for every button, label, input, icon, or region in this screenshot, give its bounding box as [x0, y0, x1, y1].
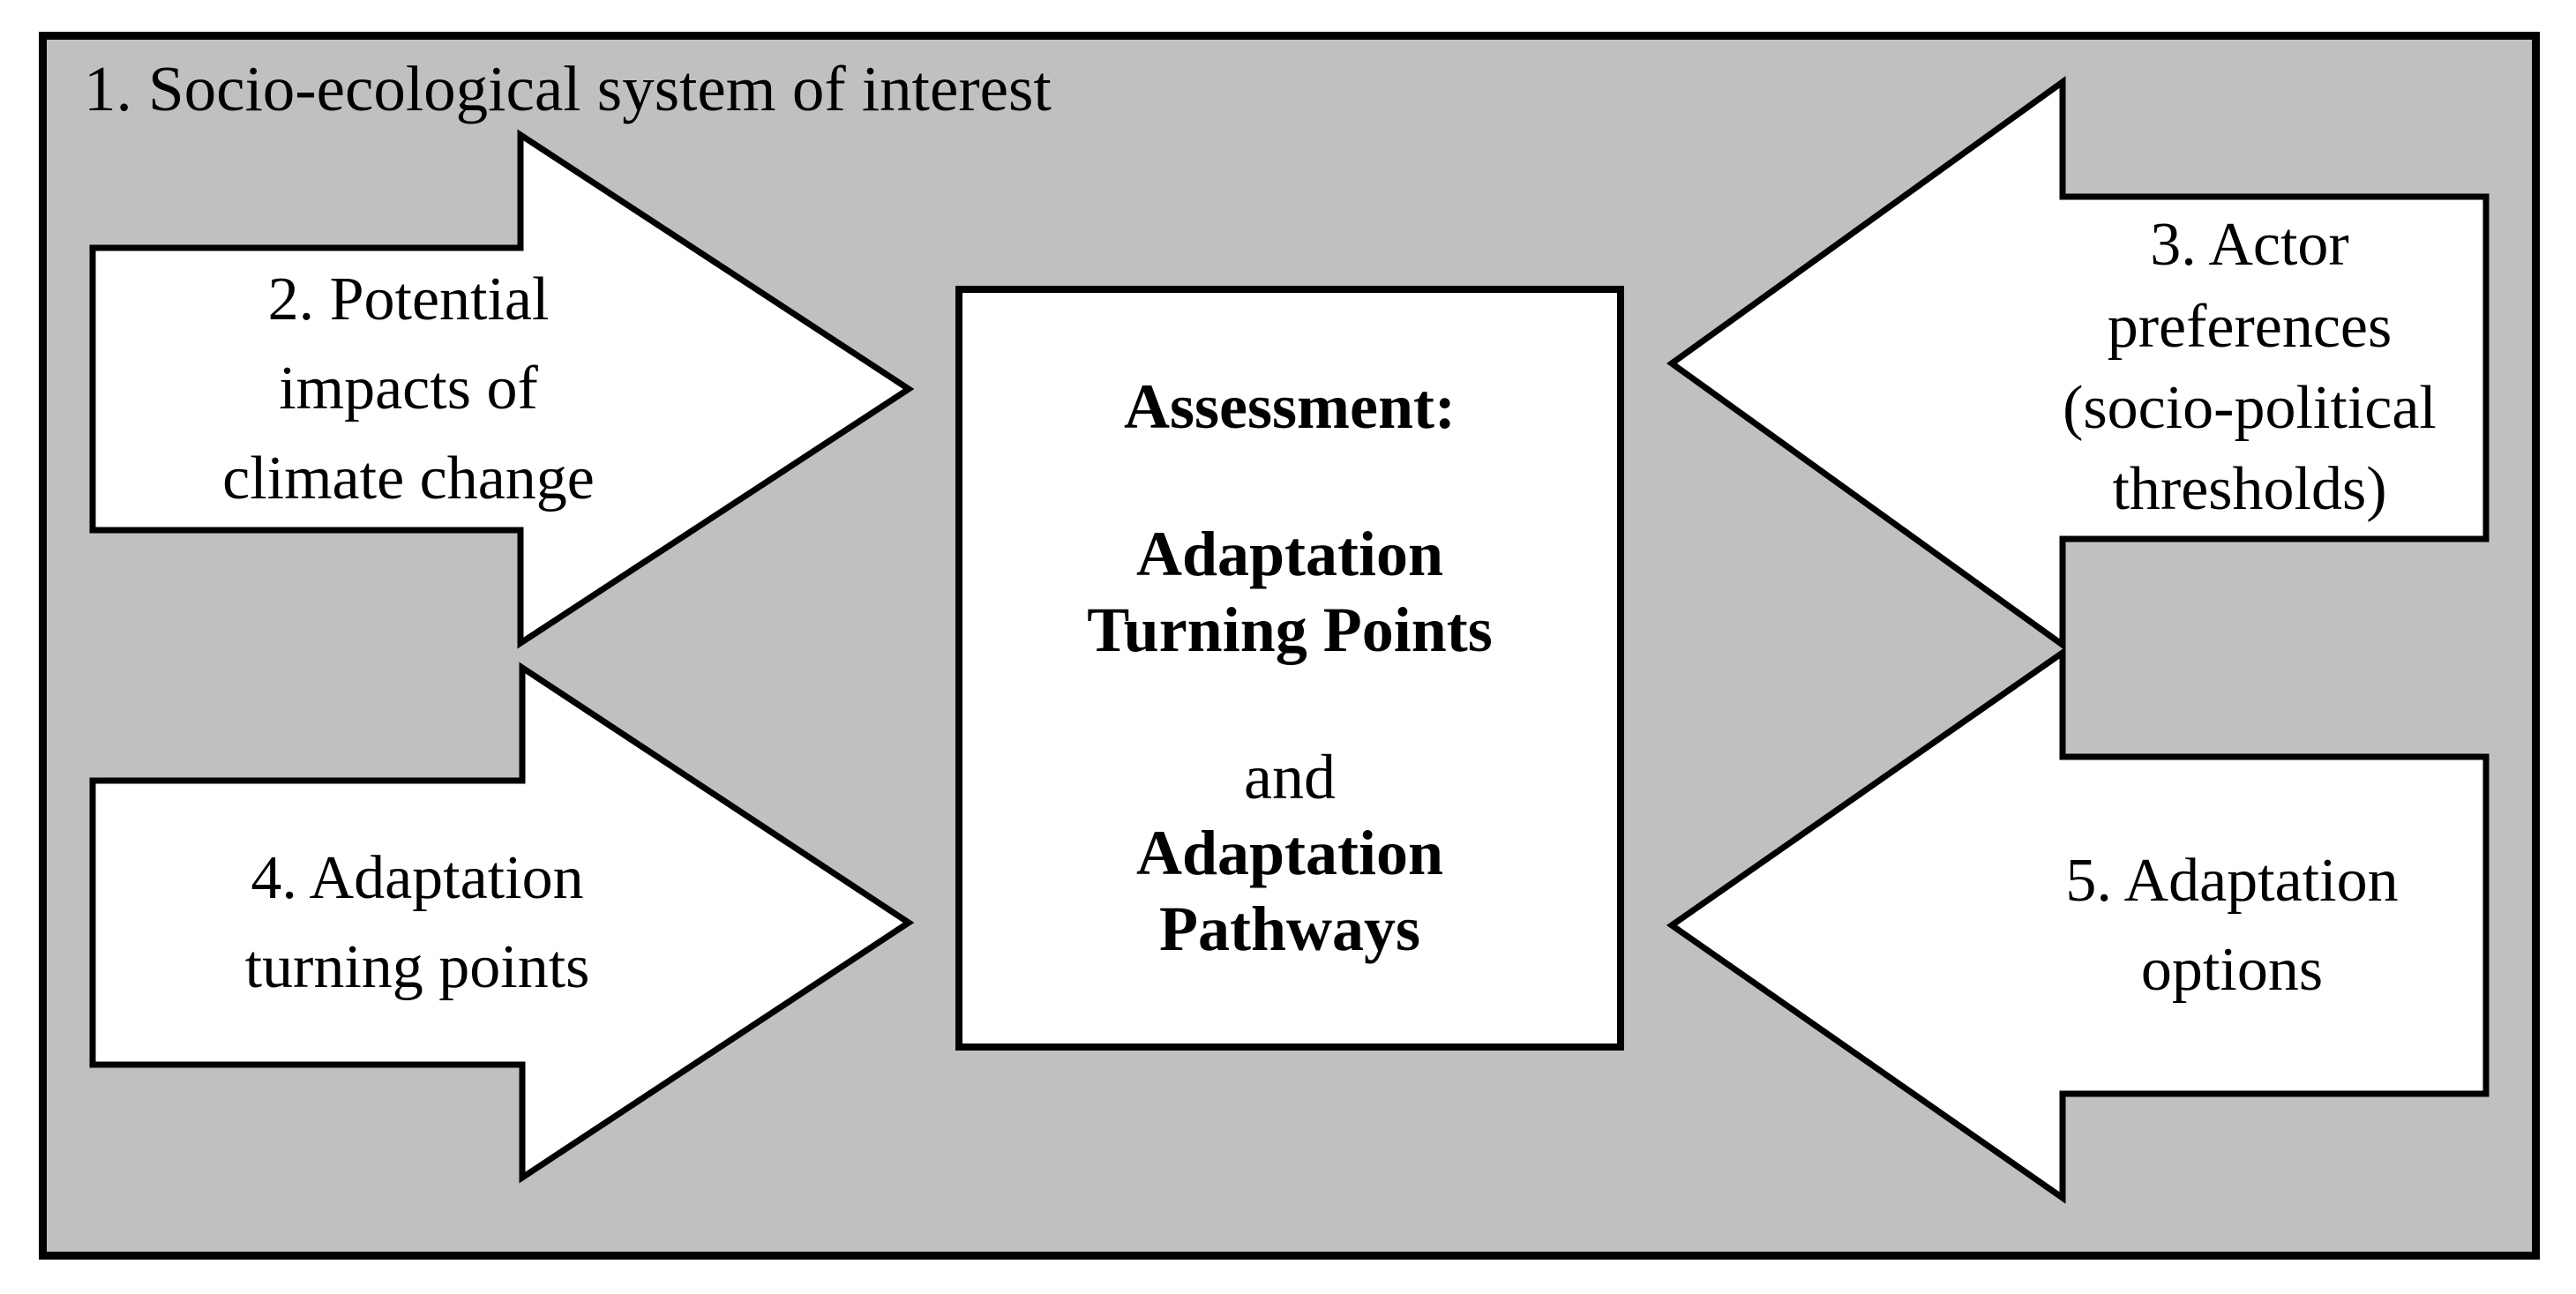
assessment-box	[955, 286, 1624, 1051]
arrow-adaptation-options-shape	[1666, 647, 2490, 1204]
arrow-potential-impacts-shape	[89, 129, 915, 649]
arrow-turning-points-shape	[89, 662, 915, 1184]
system-title: 1. Socio-ecological system of interest	[84, 53, 1052, 124]
arrow-actor-preferences-shape	[1666, 76, 2490, 651]
